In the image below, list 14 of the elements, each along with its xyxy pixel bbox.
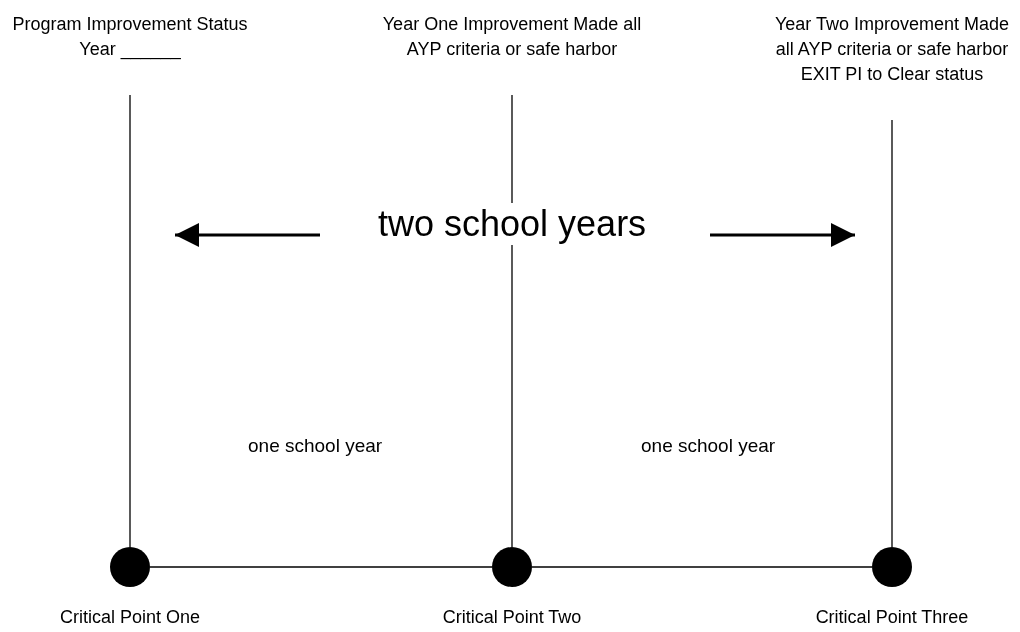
point-label: Critical Point One — [58, 607, 202, 628]
point-label: Critical Point Two — [441, 607, 583, 628]
heading-text: Year One Improvement Made all AYP criteria or safe harbor — [382, 12, 642, 62]
timeline-line — [511, 94, 513, 548]
timeline-dot — [872, 547, 912, 587]
timeline-dot — [110, 547, 150, 587]
timeline-line — [149, 566, 493, 568]
heading-text: Year Two Improvement Made all AYP criteria or safe harbor EXIT PI to Clear status — [767, 12, 1017, 87]
timeline-line — [129, 94, 131, 548]
timeline-line — [531, 566, 873, 568]
timeline-dot — [492, 547, 532, 587]
timeline-line — [891, 119, 893, 548]
point-label: Critical Point Three — [814, 607, 970, 628]
heading-text: Program Improvement Status Year ______ — [10, 12, 250, 62]
